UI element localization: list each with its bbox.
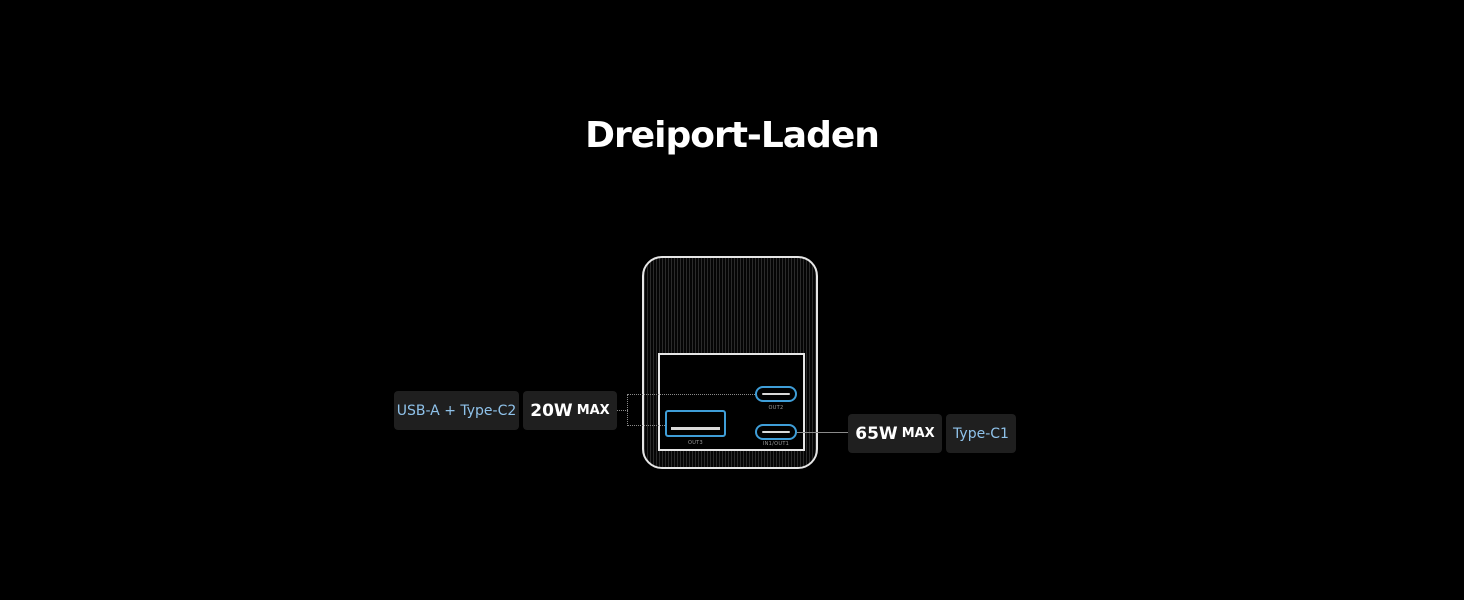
left-connector-line — [617, 410, 628, 411]
port-label-out2: OUT2 — [768, 405, 784, 411]
left-connector-line-out3 — [627, 425, 665, 426]
left-wattage-unit: MAX — [576, 403, 610, 418]
port-label-in1-out1: IN1/OUT1 — [762, 441, 790, 447]
right-connector-line — [797, 432, 848, 433]
right-wattage-unit: MAX — [901, 426, 935, 441]
right-wattage-value: 65W — [855, 423, 898, 444]
page-title: Dreiport-Laden — [585, 115, 880, 156]
left-wattage-value: 20W — [530, 400, 573, 421]
left-connector-bracket — [627, 394, 628, 426]
right-port-type-badge: Type-C1 — [946, 414, 1016, 453]
usb-c-port-icon — [755, 424, 797, 440]
left-connector-line-out2 — [627, 394, 755, 395]
usb-a-port-icon — [665, 410, 726, 437]
usb-c-port-icon — [755, 386, 797, 402]
usb-c-port-tongue — [762, 431, 790, 433]
left-port-type-badge: USB-A + Type-C2 — [394, 391, 519, 430]
port-label-out3: OUT3 — [687, 440, 704, 446]
right-port-type-label: Type-C1 — [953, 425, 1009, 442]
usb-c-port-tongue — [762, 393, 790, 395]
usb-a-port-tongue — [671, 427, 720, 430]
left-port-type-label: USB-A + Type-C2 — [396, 402, 517, 419]
